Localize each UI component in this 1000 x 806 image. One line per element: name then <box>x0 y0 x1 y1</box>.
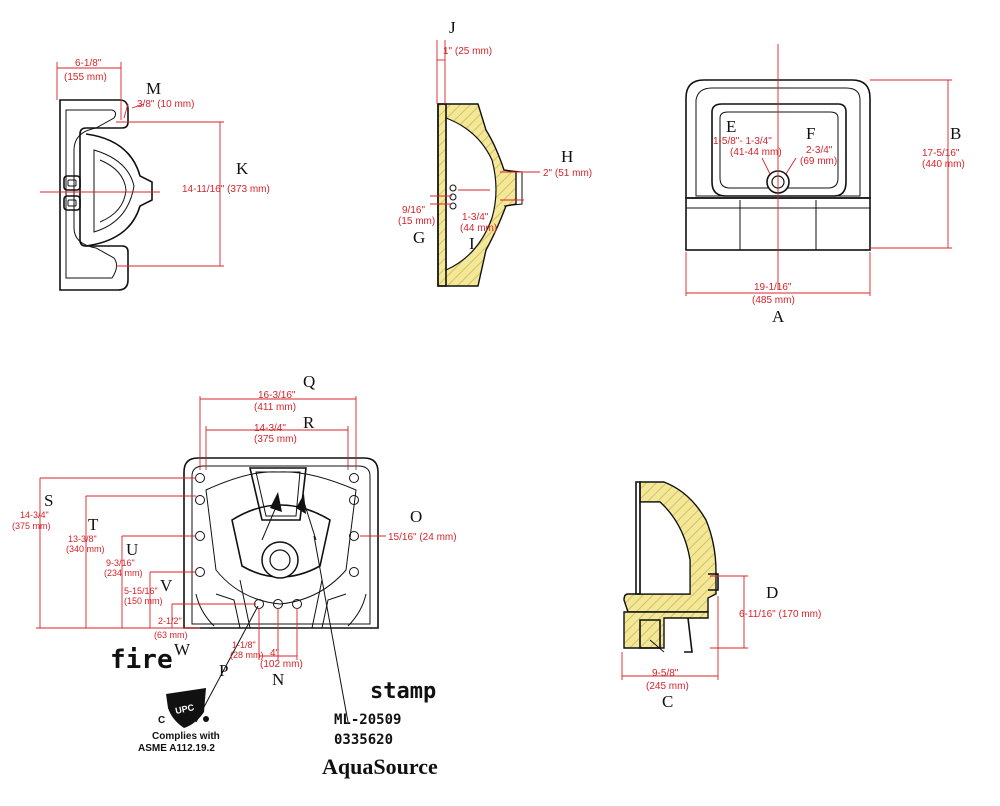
o-dimension: 15/16" (24 mm) <box>388 532 457 543</box>
f-dimension-imperial: 2-3/4" <box>806 145 833 156</box>
m-width-imperial: 6-1/8" <box>75 58 102 69</box>
letter-p: P <box>219 661 228 680</box>
i-dimension-metric: (44 mm) <box>460 223 497 234</box>
g-dimension-metric: (15 mm) <box>398 216 435 227</box>
r-dimension-imperial: 14-3/4" <box>254 423 286 434</box>
letter-f: F <box>806 124 815 143</box>
q-dimension-metric: (411 mm) <box>254 402 296 413</box>
letter-v: V <box>160 576 173 595</box>
b-dimension-metric: (440 mm) <box>922 159 965 170</box>
model-number: ML-20509 <box>334 712 401 728</box>
k-depth-dimension: 14-11/16" (373 mm) <box>182 184 270 195</box>
markings: fire stamp ML-20509 0335620 AquaSource U… <box>110 645 438 779</box>
m-width-metric: (155 mm) <box>64 72 107 83</box>
top-plan-view: 6-1/8" (155 mm) M 3/8" (10 mm) K 14-11/1… <box>40 58 270 291</box>
registered-mark-icon <box>203 716 209 722</box>
letter-e: E <box>726 117 736 136</box>
t-dimension-metric: (340 mm) <box>66 544 105 554</box>
letter-j: J <box>449 18 456 37</box>
rim-dimension: 3/8" (10 mm) <box>137 99 194 110</box>
c-dimension-imperial: 9-5/8" <box>652 668 679 679</box>
a-dimension-imperial: 19-1/16" <box>754 282 792 293</box>
letter-o: O <box>410 507 422 526</box>
letter-c: C <box>662 692 673 711</box>
letter-s: S <box>44 491 53 510</box>
letter-m: M <box>146 79 161 98</box>
g-dimension-imperial: 9/16" <box>402 205 425 216</box>
letter-a: A <box>772 307 785 326</box>
q-dimension-imperial: 16-3/16" <box>258 390 296 401</box>
letter-u: U <box>126 540 138 559</box>
serial-number: 0335620 <box>334 732 393 748</box>
w-dimension-imperial: 2-1/2" <box>158 616 182 626</box>
back-view: Q 16-3/16" (411 mm) R 14-3/4" (375 mm) O… <box>12 372 457 723</box>
v-dimension-imperial: 5-15/16" <box>124 586 158 596</box>
letter-n: N <box>272 670 284 689</box>
cert-c-mark: C <box>158 715 165 726</box>
wall-thickness-dimension: 1" (25 mm) <box>443 46 492 57</box>
t-dimension-imperial: 13-3/8" <box>68 534 97 544</box>
letter-h: H <box>561 147 573 166</box>
upc-certification-mark: UPC C Complies with ASME A112.19.2 <box>138 688 220 754</box>
u-dimension-metric: (234 mm) <box>104 568 143 578</box>
a-dimension-metric: (485 mm) <box>752 295 795 306</box>
letter-d: D <box>766 583 778 602</box>
front-view: E 1-5/8"- 1-3/4" (41-44 mm) F 2-3/4" (69… <box>685 44 965 326</box>
w-dimension-metric: (63 mm) <box>154 630 188 640</box>
v-dimension-metric: (150 mm) <box>124 596 163 606</box>
u-dimension-imperial: 9-3/16" <box>106 558 135 568</box>
d-dimension: 6-11/16" (170 mm) <box>739 609 821 620</box>
b-dimension-imperial: 17-5/16" <box>922 148 960 159</box>
e-dimension-imperial: 1-5/8"- 1-3/4" <box>713 136 772 147</box>
s-dimension-imperial: 14-3/4" <box>20 510 49 520</box>
brand-logo: AquaSource <box>322 754 438 779</box>
e-dimension-metric: (41-44 mm) <box>730 147 782 158</box>
f-dimension-metric: (69 mm) <box>800 156 837 167</box>
letter-t: T <box>88 515 99 534</box>
cert-line-2: ASME A112.19.2 <box>138 743 215 754</box>
stamp-label: stamp <box>370 679 436 704</box>
p-dimension-imperial: 1-1/8" <box>232 640 256 650</box>
upc-logo-text: UPC <box>174 702 195 716</box>
c-dimension-metric: (245 mm) <box>646 681 689 692</box>
cert-line-1: Complies with <box>152 731 220 742</box>
letter-b: B <box>950 124 961 143</box>
side-section-view: J 1" (25 mm) H 2" (51 mm) 9/16" (15 mm) … <box>398 18 592 287</box>
s-dimension-metric: (375 mm) <box>12 521 51 531</box>
letter-i: I <box>469 234 475 253</box>
r-dimension-metric: (375 mm) <box>254 434 297 445</box>
fire-label: fire <box>110 645 173 675</box>
letter-k: K <box>236 159 249 178</box>
n-dimension-imperial: 4" <box>270 648 280 659</box>
letter-r: R <box>303 413 315 432</box>
letter-w: W <box>174 640 191 659</box>
i-dimension-imperial: 1-3/4" <box>462 212 489 223</box>
outlet-dimension: 2" (51 mm) <box>543 168 592 179</box>
p-dimension-metric: (28 mm) <box>230 650 264 660</box>
rear-section-view: D 6-11/16" (170 mm) 9-5/8" (245 mm) C <box>621 481 821 711</box>
letter-g: G <box>413 228 425 247</box>
letter-q: Q <box>303 372 315 391</box>
n-dimension-metric: (102 mm) <box>260 659 303 670</box>
